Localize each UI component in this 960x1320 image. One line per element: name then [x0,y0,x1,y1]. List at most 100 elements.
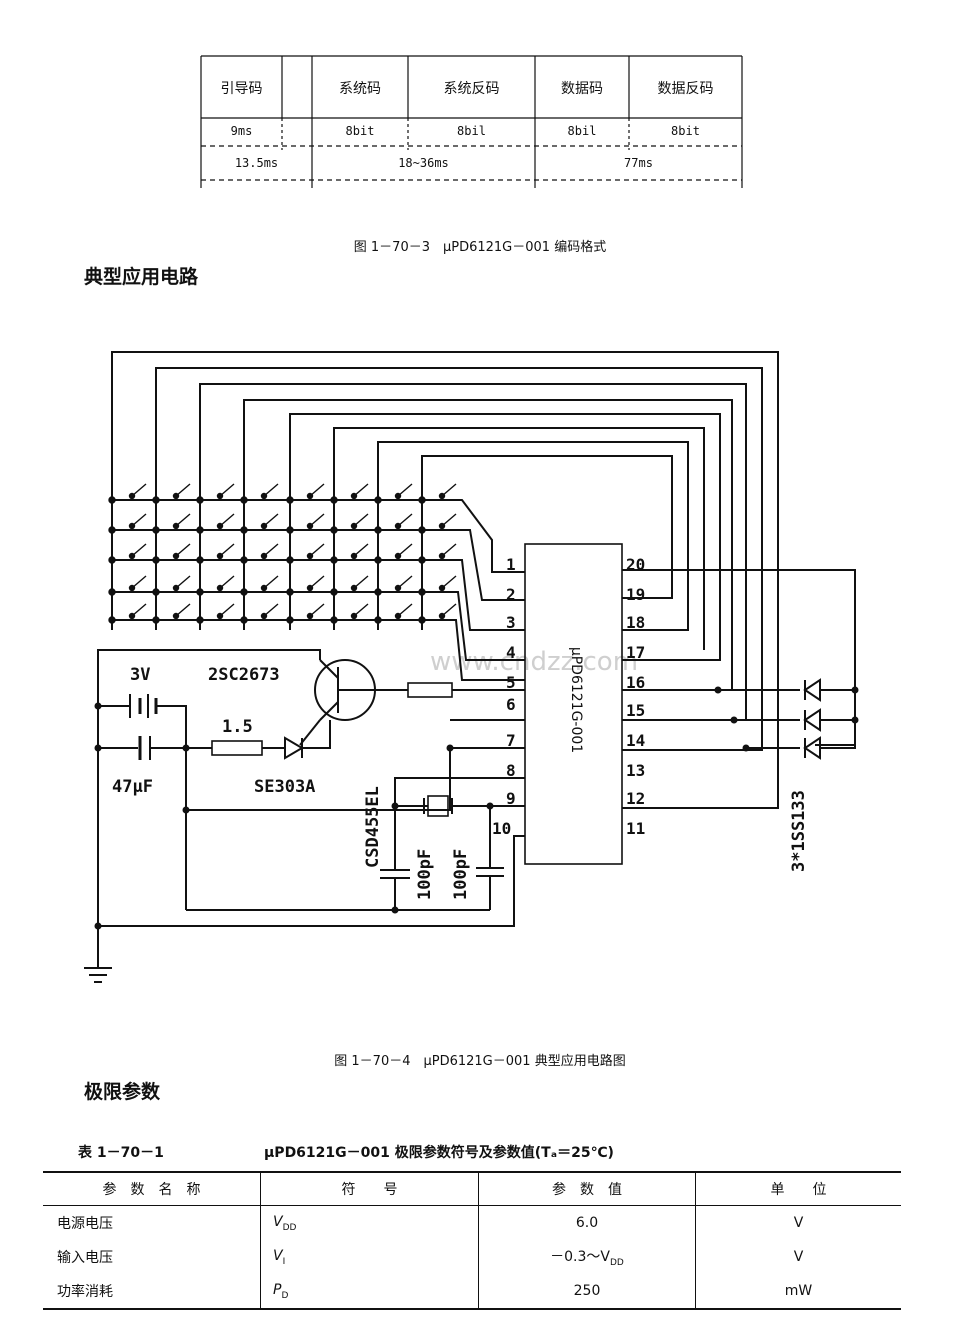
pin-14: 14 [626,731,645,750]
switch-lever [353,603,369,617]
switch-node [108,588,116,596]
switch-lever [397,575,413,589]
frame-bit-system-inverse: 8bil [457,124,486,138]
symbol-main: V [273,1247,283,1264]
switch-lever [175,575,191,589]
switch-node [286,616,294,624]
capacitor-100pf-1-label: 100pF [415,849,435,900]
capacitor-100pf-2-label: 100pF [451,849,471,900]
switch-lever [441,543,457,557]
switch-lever [353,543,369,557]
capacitor-47uf-label: 47μF [112,777,153,797]
parameter-table: 参 数 名 称 符 号 参 数 值 单 位 电源电压 VDD 6.0 V 输入电… [43,1171,901,1310]
switch-node [418,496,426,504]
switch-node [196,526,204,534]
switch-node [196,616,204,624]
switch-node [152,616,160,624]
pin-4: 4 [506,643,516,662]
switch-lever [309,483,325,497]
switch-lever [263,575,279,589]
switch-lever [441,513,457,527]
switch-lever [219,603,235,617]
switch-node [418,588,426,596]
switch-node [108,616,116,624]
switch-node [374,526,382,534]
frame-duration-leader: 13.5ms [234,156,279,170]
switch-lever [263,603,279,617]
table-row: 电源电压 VDD 6.0 V [43,1205,901,1240]
switch-node [240,526,248,534]
pin-15: 15 [626,701,645,720]
pin-9: 9 [506,789,516,808]
switch-node [286,526,294,534]
switch-lever [309,513,325,527]
table-title: μPD6121G－001 极限参数符号及参数值(Tₐ＝25℃) [264,1145,614,1161]
param-value: 250 [478,1274,696,1310]
switch-lever [219,575,235,589]
figure-4-caption: 图 1－70－4 μPD6121G－001 典型应用电路图 [334,1054,626,1069]
pin-13: 13 [626,761,645,780]
switch-node [196,588,204,596]
switch-lever [131,575,147,589]
switch-lever [353,575,369,589]
param-symbol: VI [260,1240,479,1274]
frame-segment-data-inverse: 数据反码 [657,81,714,97]
frame-bit-system: 8bit [345,124,375,138]
switch-lever [263,543,279,557]
symbol-sub: DD [282,1222,297,1233]
symbol-main: V [273,1213,283,1230]
switch-node [418,556,426,564]
frame-duration-system: 18~36ms [398,156,449,170]
param-unit: V [695,1205,901,1240]
switch-lever [353,483,369,497]
pin-19: 19 [626,585,645,604]
diode-label: 3*1SS133 [789,790,809,872]
switch-lever [131,543,147,557]
switch-lever [175,603,191,617]
switch-lever [263,513,279,527]
pin-12: 12 [626,789,645,808]
switch-node [330,496,338,504]
param-name: 功率消耗 [43,1274,261,1310]
switch-lever [397,603,413,617]
switch-node [152,588,160,596]
switch-lever [219,483,235,497]
switch-node [196,556,204,564]
param-value: －0.3～VDD [478,1240,696,1274]
switch-lever [353,513,369,527]
circuit-diagram: www.cndzz.com [84,351,859,983]
switch-node [330,526,338,534]
switch-node [108,526,116,534]
switch-node [374,556,382,564]
switch-lever [441,603,457,617]
switch-lever [397,483,413,497]
switch-node [374,496,382,504]
pin-11: 11 [626,819,645,838]
switch-node [108,556,116,564]
encoding-frame-diagram [200,55,743,188]
switch-node [374,588,382,596]
switch-lever [397,513,413,527]
led-label: SE303A [254,777,315,797]
keyboard-switch-matrix [108,483,457,624]
switch-node [374,616,382,624]
switch-lever [397,543,413,557]
switch-node [152,496,160,504]
symbol-sub: D [281,1290,289,1301]
switch-lever [309,603,325,617]
table-number: 表 1－70－1 [78,1145,164,1161]
param-name: 电源电压 [57,1216,113,1232]
pin-6: 6 [506,695,516,714]
pin-20: 20 [626,555,645,574]
switch-lever [131,483,147,497]
switch-node [152,526,160,534]
pin-3: 3 [506,613,516,632]
table-row: 输入电压 VI －0.3～VDD V [43,1240,901,1274]
resistor-label: 1.5 [222,717,253,737]
symbol-sub: I [282,1256,286,1267]
pin-7: 7 [506,731,516,750]
param-unit: mW [695,1274,901,1310]
figure-3-caption: 图 1－70－3 μPD6121G－001 编码格式 [353,240,607,255]
switch-node [240,496,248,504]
frame-duration-data: 77ms [624,156,653,170]
